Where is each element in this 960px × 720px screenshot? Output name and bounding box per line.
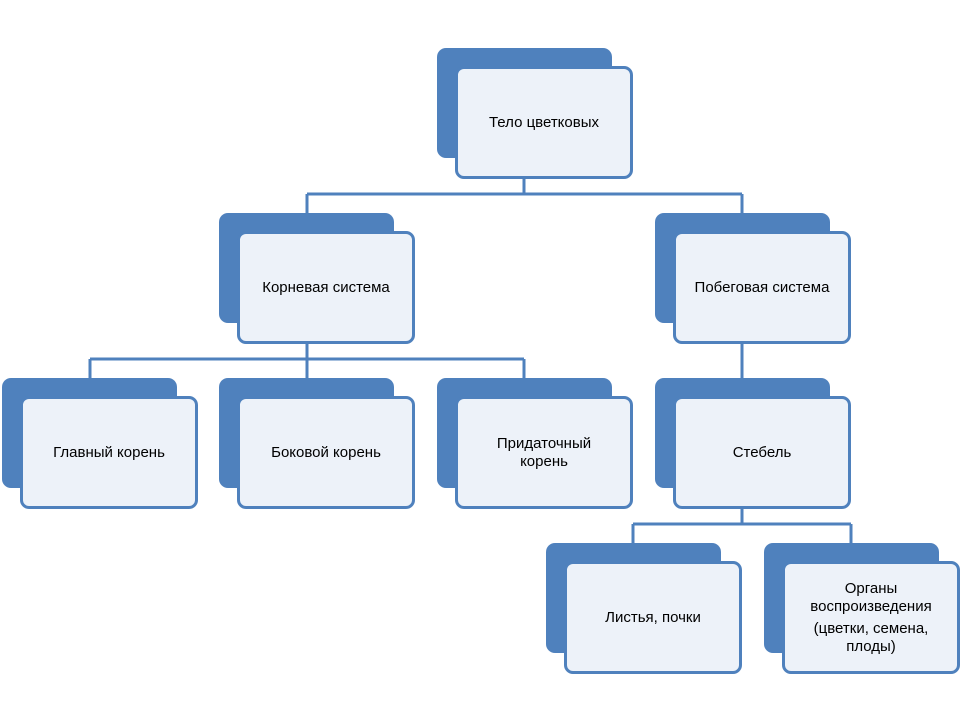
node-label: Придаточный корень <box>496 434 592 470</box>
node-box: Органы воспроизведения (цветки, семена, … <box>782 561 960 674</box>
node-sublabel: (цветки, семена, плоды) <box>813 619 929 655</box>
node-label: Главный корень <box>53 443 165 461</box>
node-box: Побеговая система <box>673 231 851 344</box>
node-box: Боковой корень <box>237 396 415 509</box>
node-label: Органы воспроизведения <box>810 579 932 615</box>
node-box: Придаточный корень <box>455 396 633 509</box>
node-box: Корневая система <box>237 231 415 344</box>
node-label: Листья, почки <box>605 608 701 626</box>
node-box: Главный корень <box>20 396 198 509</box>
node-label: Корневая система <box>262 278 390 296</box>
node-label: Боковой корень <box>271 443 381 461</box>
node-box: Тело цветковых <box>455 66 633 179</box>
node-label: Побеговая система <box>694 278 830 296</box>
node-box: Листья, почки <box>564 561 742 674</box>
node-label: Тело цветковых <box>488 113 600 131</box>
node-label: Стебель <box>732 443 792 461</box>
node-box: Стебель <box>673 396 851 509</box>
